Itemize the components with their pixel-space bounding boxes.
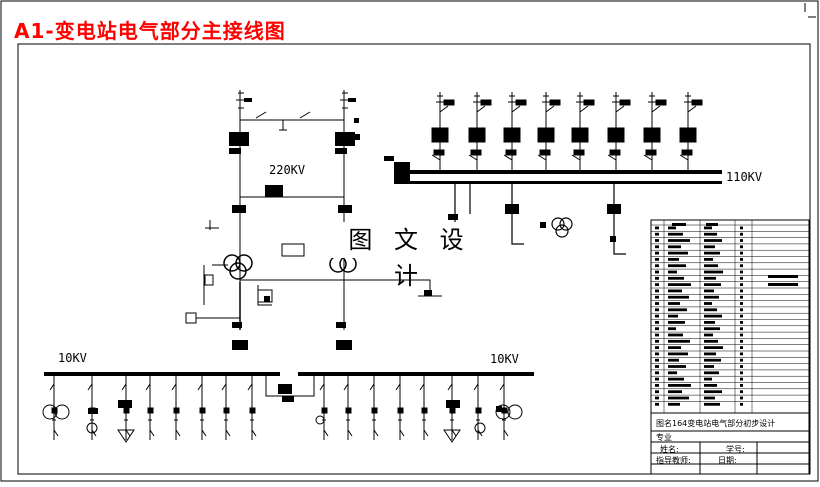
- teacher-label: 指导教师:: [656, 456, 691, 465]
- equipment-10kv: [42, 404, 523, 443]
- page-title: A1-变电站电气部分主接线图: [14, 19, 286, 43]
- transformer-left: [223, 254, 253, 330]
- label-10kv-right: 10KV: [490, 352, 519, 366]
- label-110kv: 110KV: [726, 170, 763, 184]
- breakers-110kv-low: [448, 204, 621, 242]
- busbars-110kv: [404, 170, 722, 184]
- section-220kv: [236, 90, 348, 330]
- student-id-label: 学号:: [726, 445, 745, 454]
- breakers-220kv-low: [232, 290, 432, 350]
- major-label: 专业: [656, 433, 672, 442]
- breakers-220kv: [229, 98, 360, 213]
- name-label: 姓名:: [660, 445, 679, 454]
- drawing-name-value: 164变电站电气部分初步设计: [672, 419, 776, 428]
- date-label: 日期:: [718, 456, 737, 465]
- breakers-10kv: [88, 400, 502, 414]
- label-220kv: 220KV: [269, 163, 306, 177]
- tie-110kv: [384, 156, 410, 184]
- feeders-10kv: [49, 376, 509, 440]
- busbars-10kv: [44, 372, 534, 376]
- title-block-rows: [651, 220, 809, 413]
- title-block: [650, 219, 810, 475]
- transformer-110kv: [454, 184, 626, 255]
- transformer-right: [329, 255, 357, 273]
- label-10kv-left: 10KV: [58, 351, 87, 365]
- feeders-110kv: [431, 92, 703, 170]
- bus-coupler-10kv: [278, 384, 294, 402]
- bus-coupler-lines: [265, 376, 315, 397]
- watermark: 图 文 设 计: [328, 222, 491, 290]
- drawing-name-label: 图名: [656, 419, 672, 428]
- inner-frame: [17, 43, 811, 475]
